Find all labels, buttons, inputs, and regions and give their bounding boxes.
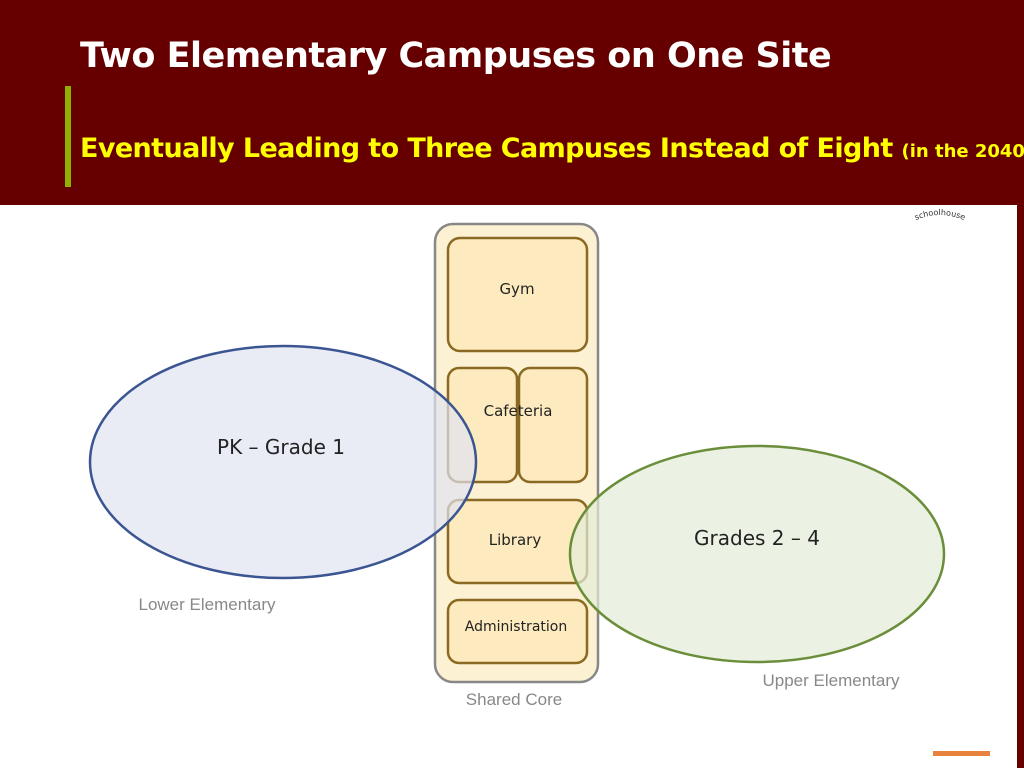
administration-label: Administration [465,619,567,635]
right-border [1017,205,1024,768]
upper-elementary-ellipse [568,444,946,664]
lower-elementary-caption: Lower Elementary [138,595,276,614]
footer-accent-line [933,751,990,756]
schoolhouse-logo: schoolhouse [913,208,966,222]
cafeteria-label: Cafeteria [484,402,553,420]
cafeteria-right-space [517,366,589,484]
shared-core-caption: Shared Core [466,690,562,709]
upper-grades-label: Grades 2 – 4 [694,526,820,550]
page-subtitle: Eventually Leading to Three Campuses Ins… [80,133,1024,164]
lower-elementary-ellipse [88,344,478,580]
page-title: Two Elementary Campuses on One Site [80,36,832,76]
library-label: Library [489,531,542,549]
header-banner [0,0,1024,205]
subtitle-text: Eventually Leading to Three Campuses Ins… [80,133,893,164]
administration-space [446,598,589,665]
accent-bar [65,86,71,187]
gym-label: Gym [499,280,534,298]
upper-elementary-caption: Upper Elementary [762,671,900,690]
lower-grades-label: PK – Grade 1 [217,435,345,459]
gym-space [446,236,589,353]
